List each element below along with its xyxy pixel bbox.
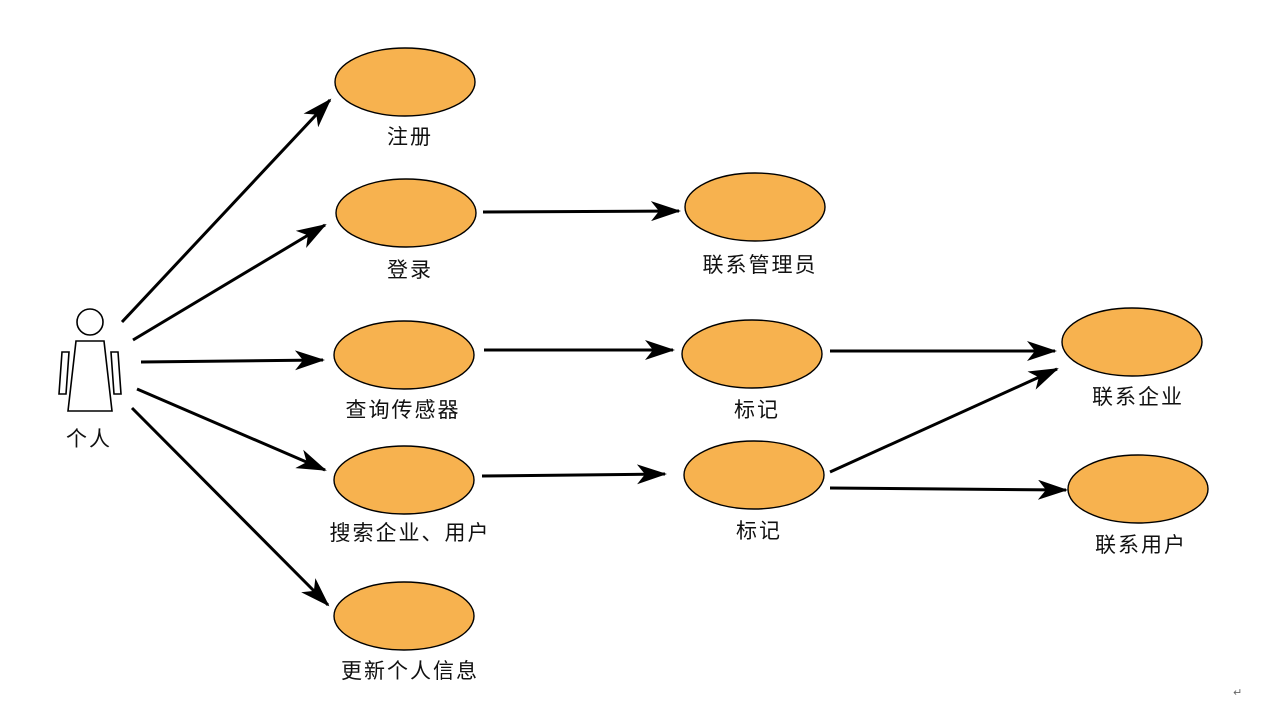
use-case-label: 标记	[736, 519, 782, 543]
use-case-contact-user: 联系用户	[1067, 454, 1209, 557]
use-case-ellipse	[334, 47, 476, 117]
use-case-label: 查询传感器	[346, 398, 461, 422]
use-case-ellipse	[681, 319, 823, 389]
use-case-label: 联系企业	[1092, 385, 1184, 409]
use-case-ellipse	[684, 172, 826, 242]
use-case-contact-company: 联系企业	[1061, 307, 1203, 409]
edge-arrow-actor-to-update_info	[130, 406, 330, 607]
actor-right-arm	[110, 351, 122, 395]
actor-head	[76, 308, 104, 336]
edge-arrow-actor-to-login	[132, 223, 327, 342]
use-case-label: 注册	[387, 125, 433, 149]
actor-body	[67, 340, 113, 412]
use-case-login: 登录	[335, 178, 477, 282]
edge-arrow-mark_2-to-contact_company	[829, 367, 1059, 474]
edge-arrow-actor-to-search	[136, 387, 327, 472]
use-case-ellipse	[1067, 454, 1209, 524]
use-case-ellipse	[335, 178, 477, 248]
use-case-query-sensor: 查询传感器	[333, 320, 475, 422]
use-case-label: 搜索企业、用户	[330, 521, 491, 545]
use-case-label: 更新个人信息	[341, 659, 479, 683]
actor-left-arm	[58, 351, 70, 395]
use-case-mark-2: 标记	[683, 440, 825, 543]
use-case-label: 登录	[387, 258, 433, 282]
use-case-ellipse	[1061, 307, 1203, 377]
edge-arrow-login-to-contact_admin	[482, 201, 681, 222]
use-case-ellipse	[683, 440, 825, 510]
use-case-ellipse	[333, 581, 475, 651]
return-mark: ↵	[1233, 686, 1242, 699]
edge-arrow-actor-to-register	[120, 98, 332, 324]
use-case-register: 注册	[334, 47, 476, 149]
edge-arrow-actor-to-query_sensor	[140, 350, 325, 371]
use-case-contact-admin: 联系管理员	[684, 172, 826, 277]
use-case-label: 联系用户	[1095, 533, 1187, 557]
use-case-ellipse	[333, 320, 475, 390]
actor-figure	[58, 308, 122, 412]
use-case-label: 标记	[734, 398, 780, 422]
use-case-label: 联系管理员	[703, 253, 818, 277]
edge-arrow-mark_2-to-contact_user	[829, 479, 1068, 500]
actor-label: 个人	[66, 427, 112, 451]
edge-arrow-search-to-mark_2	[481, 464, 667, 485]
use-case-update-info: 更新个人信息	[333, 581, 479, 683]
use-case-mark-1: 标记	[681, 319, 823, 422]
use-case-ellipse	[333, 445, 475, 515]
edges-layer	[120, 98, 1068, 607]
use-case-search: 搜索企业、用户	[330, 445, 491, 545]
